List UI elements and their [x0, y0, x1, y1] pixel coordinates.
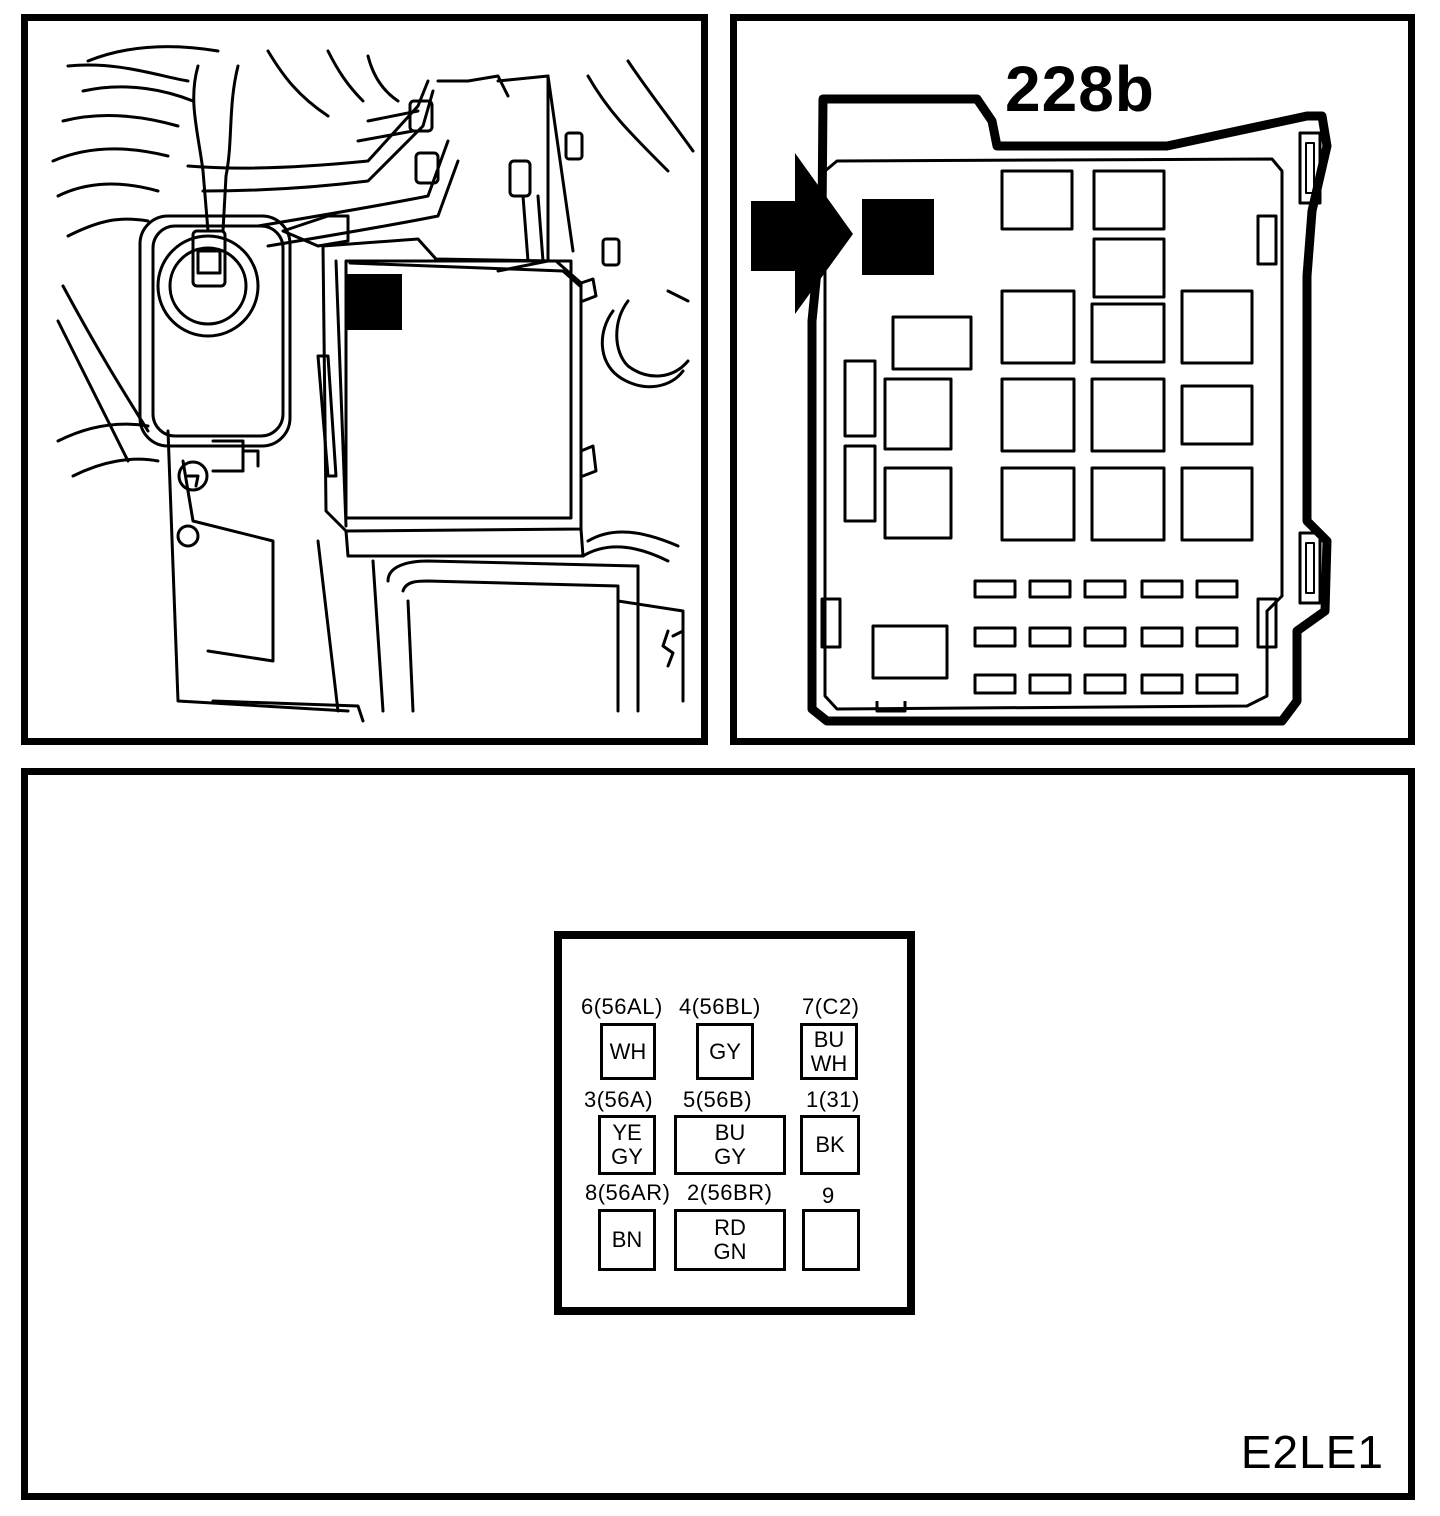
- pin-label-6: 6(56AL): [581, 994, 663, 1019]
- pin-label-3: 3(56A): [584, 1087, 654, 1112]
- pin-2-wire-color-2: GN: [713, 1239, 747, 1264]
- pin-1-terminal: BK: [800, 1115, 860, 1175]
- pin-label-4: 4(56BL): [679, 994, 761, 1019]
- pin-label-2: 2(56BR): [687, 1180, 773, 1205]
- pin-3-wire-color-1: YE: [612, 1120, 642, 1146]
- pin-5-wire-color-1: BU: [714, 1120, 746, 1146]
- engine-bay-panel: [21, 14, 708, 745]
- pin-9-terminal: [802, 1209, 860, 1271]
- pin-7-wire-color-1: BU: [813, 1026, 845, 1052]
- pin-7-wire-color-2: WH: [810, 1050, 848, 1076]
- pin-5-terminal: BU GY: [674, 1115, 786, 1175]
- fuse-box-panel: 228b: [730, 14, 1415, 745]
- pin-6-terminal: WH: [600, 1023, 656, 1080]
- connector-panel: 6(56AL) 4(56BL) 7(C2) WH GY BU WH 3(56A)…: [21, 768, 1415, 1500]
- pin-label-9: 9: [822, 1183, 835, 1208]
- pin-2-wire-color-1: RD: [714, 1215, 746, 1241]
- engine-bay-drawing: [51, 45, 695, 723]
- pin-label-8: 8(56AR): [585, 1180, 671, 1205]
- pin-2-terminal: RD GN: [674, 1209, 786, 1271]
- fuse-box-drawing: [751, 94, 1332, 726]
- pin-4-terminal: GY: [696, 1023, 754, 1080]
- pin-label-7: 7(C2): [802, 994, 860, 1019]
- pin-5-wire-color-2: GY: [714, 1144, 746, 1169]
- pin-7-terminal: BU WH: [800, 1023, 858, 1080]
- pin-4-wire-color: GY: [709, 1038, 741, 1064]
- pin-8-wire-color: BN: [611, 1227, 643, 1253]
- pin-label-1: 1(31): [806, 1087, 860, 1112]
- connector-face: 6(56AL) 4(56BL) 7(C2) WH GY BU WH 3(56A)…: [554, 931, 915, 1315]
- fuse-box-label: 228b: [1005, 53, 1155, 125]
- pin-3-wire-color-2: GY: [611, 1144, 643, 1169]
- pin-1-wire-color: BK: [815, 1132, 845, 1158]
- pin-6-wire-color: WH: [609, 1038, 647, 1064]
- pin-3-terminal: YE GY: [598, 1115, 656, 1175]
- reference-code: E2LE1: [1240, 1426, 1384, 1478]
- pin-label-5: 5(56B): [683, 1087, 753, 1112]
- pin-8-terminal: BN: [598, 1209, 656, 1271]
